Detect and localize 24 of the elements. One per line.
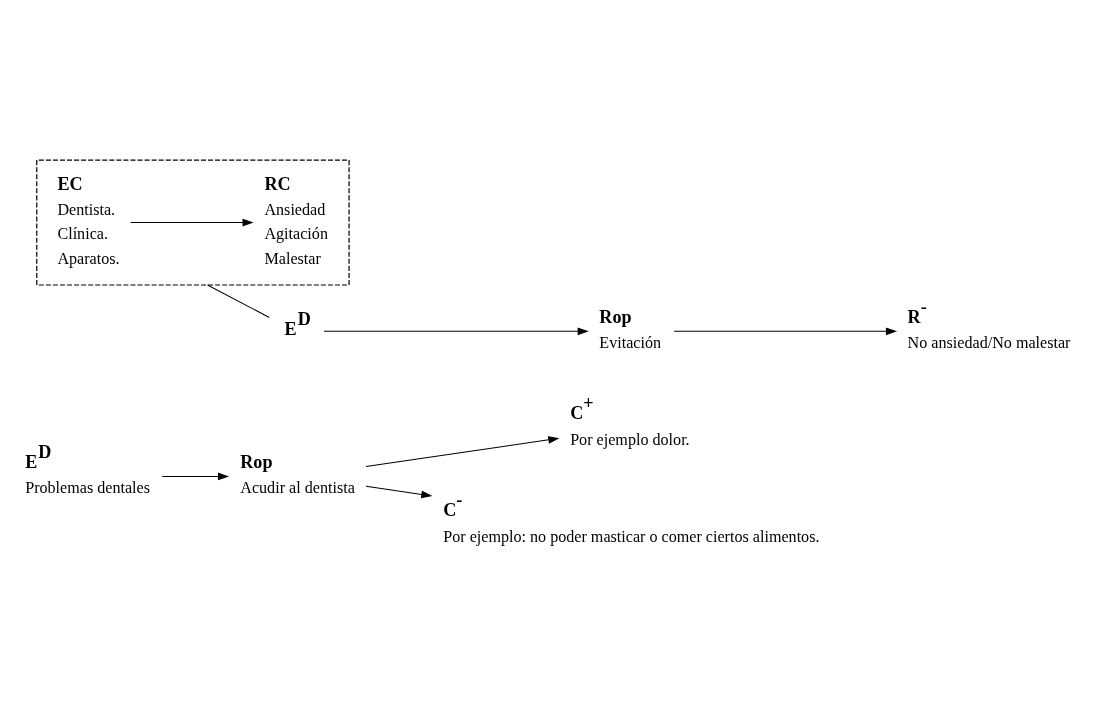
node-label: Acudir al dentista: [240, 478, 355, 496]
connector: [207, 284, 270, 318]
node-text: EC: [57, 173, 83, 194]
node-text: Rop: [599, 306, 632, 327]
node-label: Clínica.: [57, 224, 108, 242]
arrow: [323, 326, 589, 335]
node-label: Aparatos.: [57, 249, 120, 267]
node-text: RC: [264, 173, 291, 194]
node-label: Dentista.: [57, 200, 116, 218]
node-label: No ansiedad/No malestar: [907, 333, 1071, 351]
cluster: [36, 159, 350, 286]
arrow: [365, 435, 560, 467]
node-label: Evitación: [599, 333, 662, 351]
arrow: [130, 218, 254, 226]
node-label: Ansiedad: [264, 200, 326, 218]
arrow: [673, 326, 897, 335]
node-text: Rop: [240, 451, 273, 472]
node-label: Malestar: [264, 249, 321, 267]
node-label: Por ejemplo: no poder masticar o comer ciertos alimentos.: [443, 527, 820, 545]
node-label: Problemas dentales: [25, 478, 151, 496]
node-label: Agitación: [264, 224, 328, 242]
arrow: [161, 472, 230, 480]
node-label: Por ejemplo dolor.: [570, 430, 690, 448]
arrow: [365, 485, 433, 498]
